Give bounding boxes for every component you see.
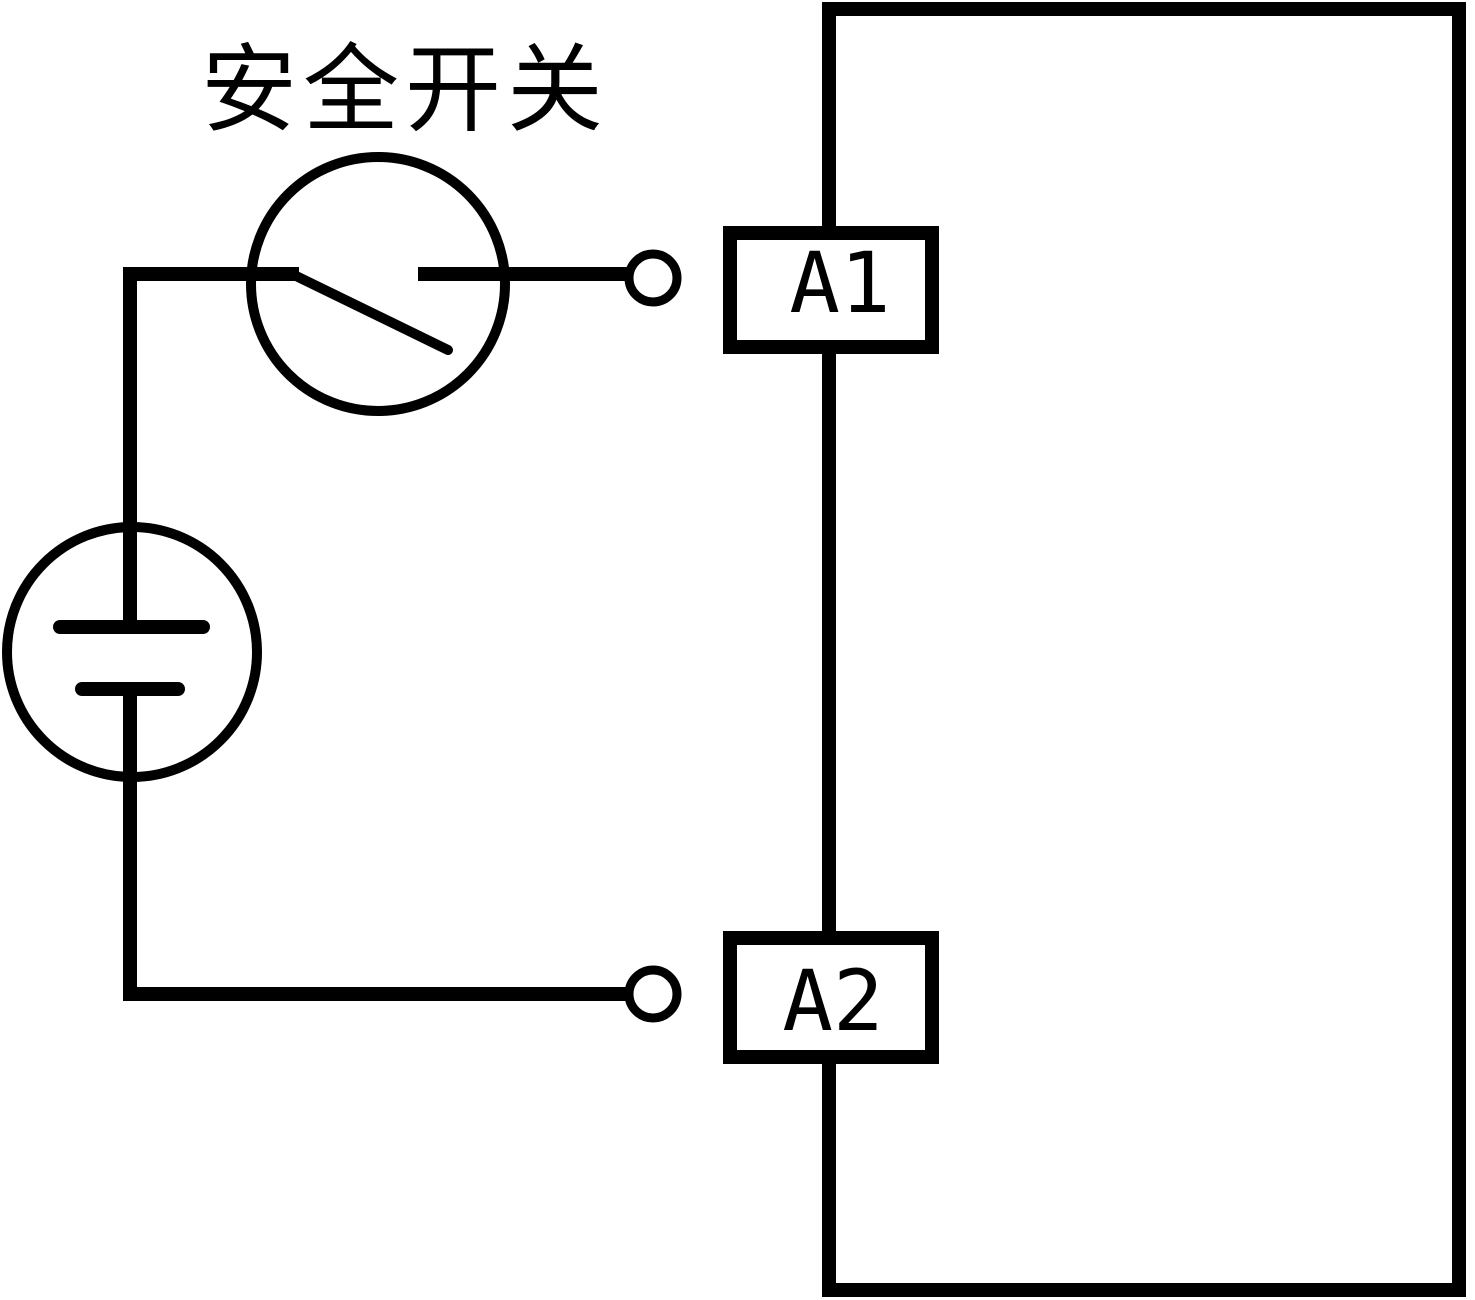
- safety-switch-label: 安全开关: [201, 34, 609, 146]
- battery-icon: [2, 522, 262, 787]
- wire-left-top: [123, 267, 257, 537]
- wire-left-bottom: [123, 693, 635, 1001]
- terminal-a2-label: A2: [782, 952, 883, 1050]
- terminal-contact-icon: [624, 249, 682, 307]
- terminal-a1-label: A1: [789, 234, 890, 332]
- device-enclosure: [822, 2, 1466, 1297]
- switch-blade: [287, 269, 453, 355]
- terminal-contact-icon: [624, 965, 682, 1023]
- terminal-a1: A1: [723, 226, 939, 354]
- safety-switch-icon: [239, 152, 635, 416]
- terminal-a2: A2: [723, 931, 939, 1064]
